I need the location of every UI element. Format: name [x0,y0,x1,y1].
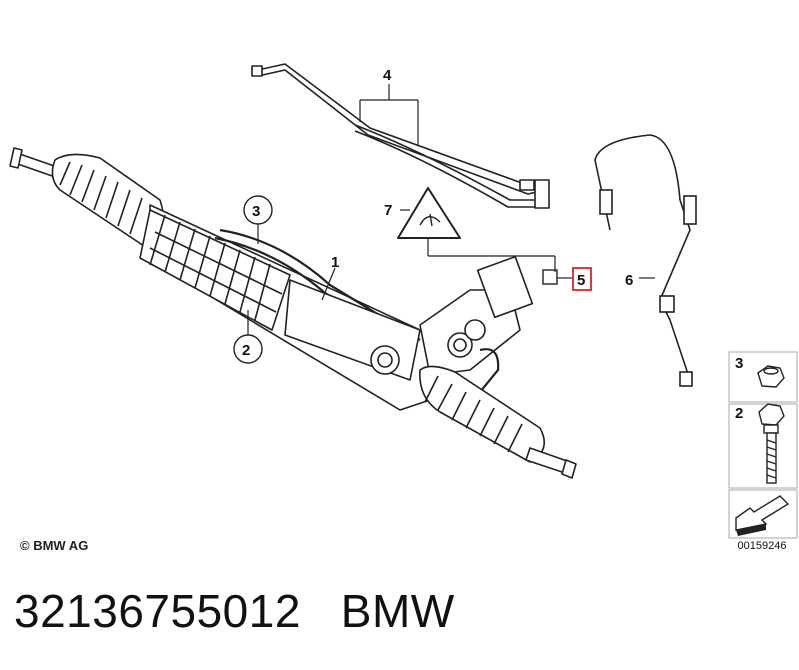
callout-3: 3 [243,195,273,225]
svg-text:5: 5 [577,272,585,289]
parts-diagram: 1 2 3 4 5 6 7 3 2 [9,63,798,539]
nut-icon [757,365,785,388]
svg-text:6: 6 [625,272,633,289]
hardware-legend: 3 2 [728,351,798,539]
svg-text:7: 7 [384,202,392,219]
svg-text:4: 4 [383,67,392,84]
copyright-text: © BMW AG [20,538,89,553]
warning-triangle-icon [397,187,461,239]
callout-2: 2 [233,334,263,364]
callout-5: 5 [572,267,592,291]
bolt-icon [758,403,785,484]
callout-7: 7 [384,202,392,219]
part-number: 32136755012 [14,585,301,637]
callout-6: 6 [625,272,633,289]
callout-1: 1 [331,254,339,271]
sensor-wire [594,134,697,387]
brand-name: BMW [340,585,455,637]
caption: 32136755012 BMW [14,584,455,638]
hydraulic-lines [251,63,550,209]
arrow-icon [735,495,790,536]
svg-text:2: 2 [242,342,250,359]
svg-text:2: 2 [735,405,743,422]
cap-part [542,269,558,285]
leader-lines [247,84,655,335]
svg-text:1: 1 [331,254,339,271]
svg-text:3: 3 [735,355,743,372]
svg-text:3: 3 [252,203,260,220]
callout-4: 4 [383,67,392,84]
image-number: 00159246 [737,540,787,552]
steering-rack-assembly [9,147,577,479]
